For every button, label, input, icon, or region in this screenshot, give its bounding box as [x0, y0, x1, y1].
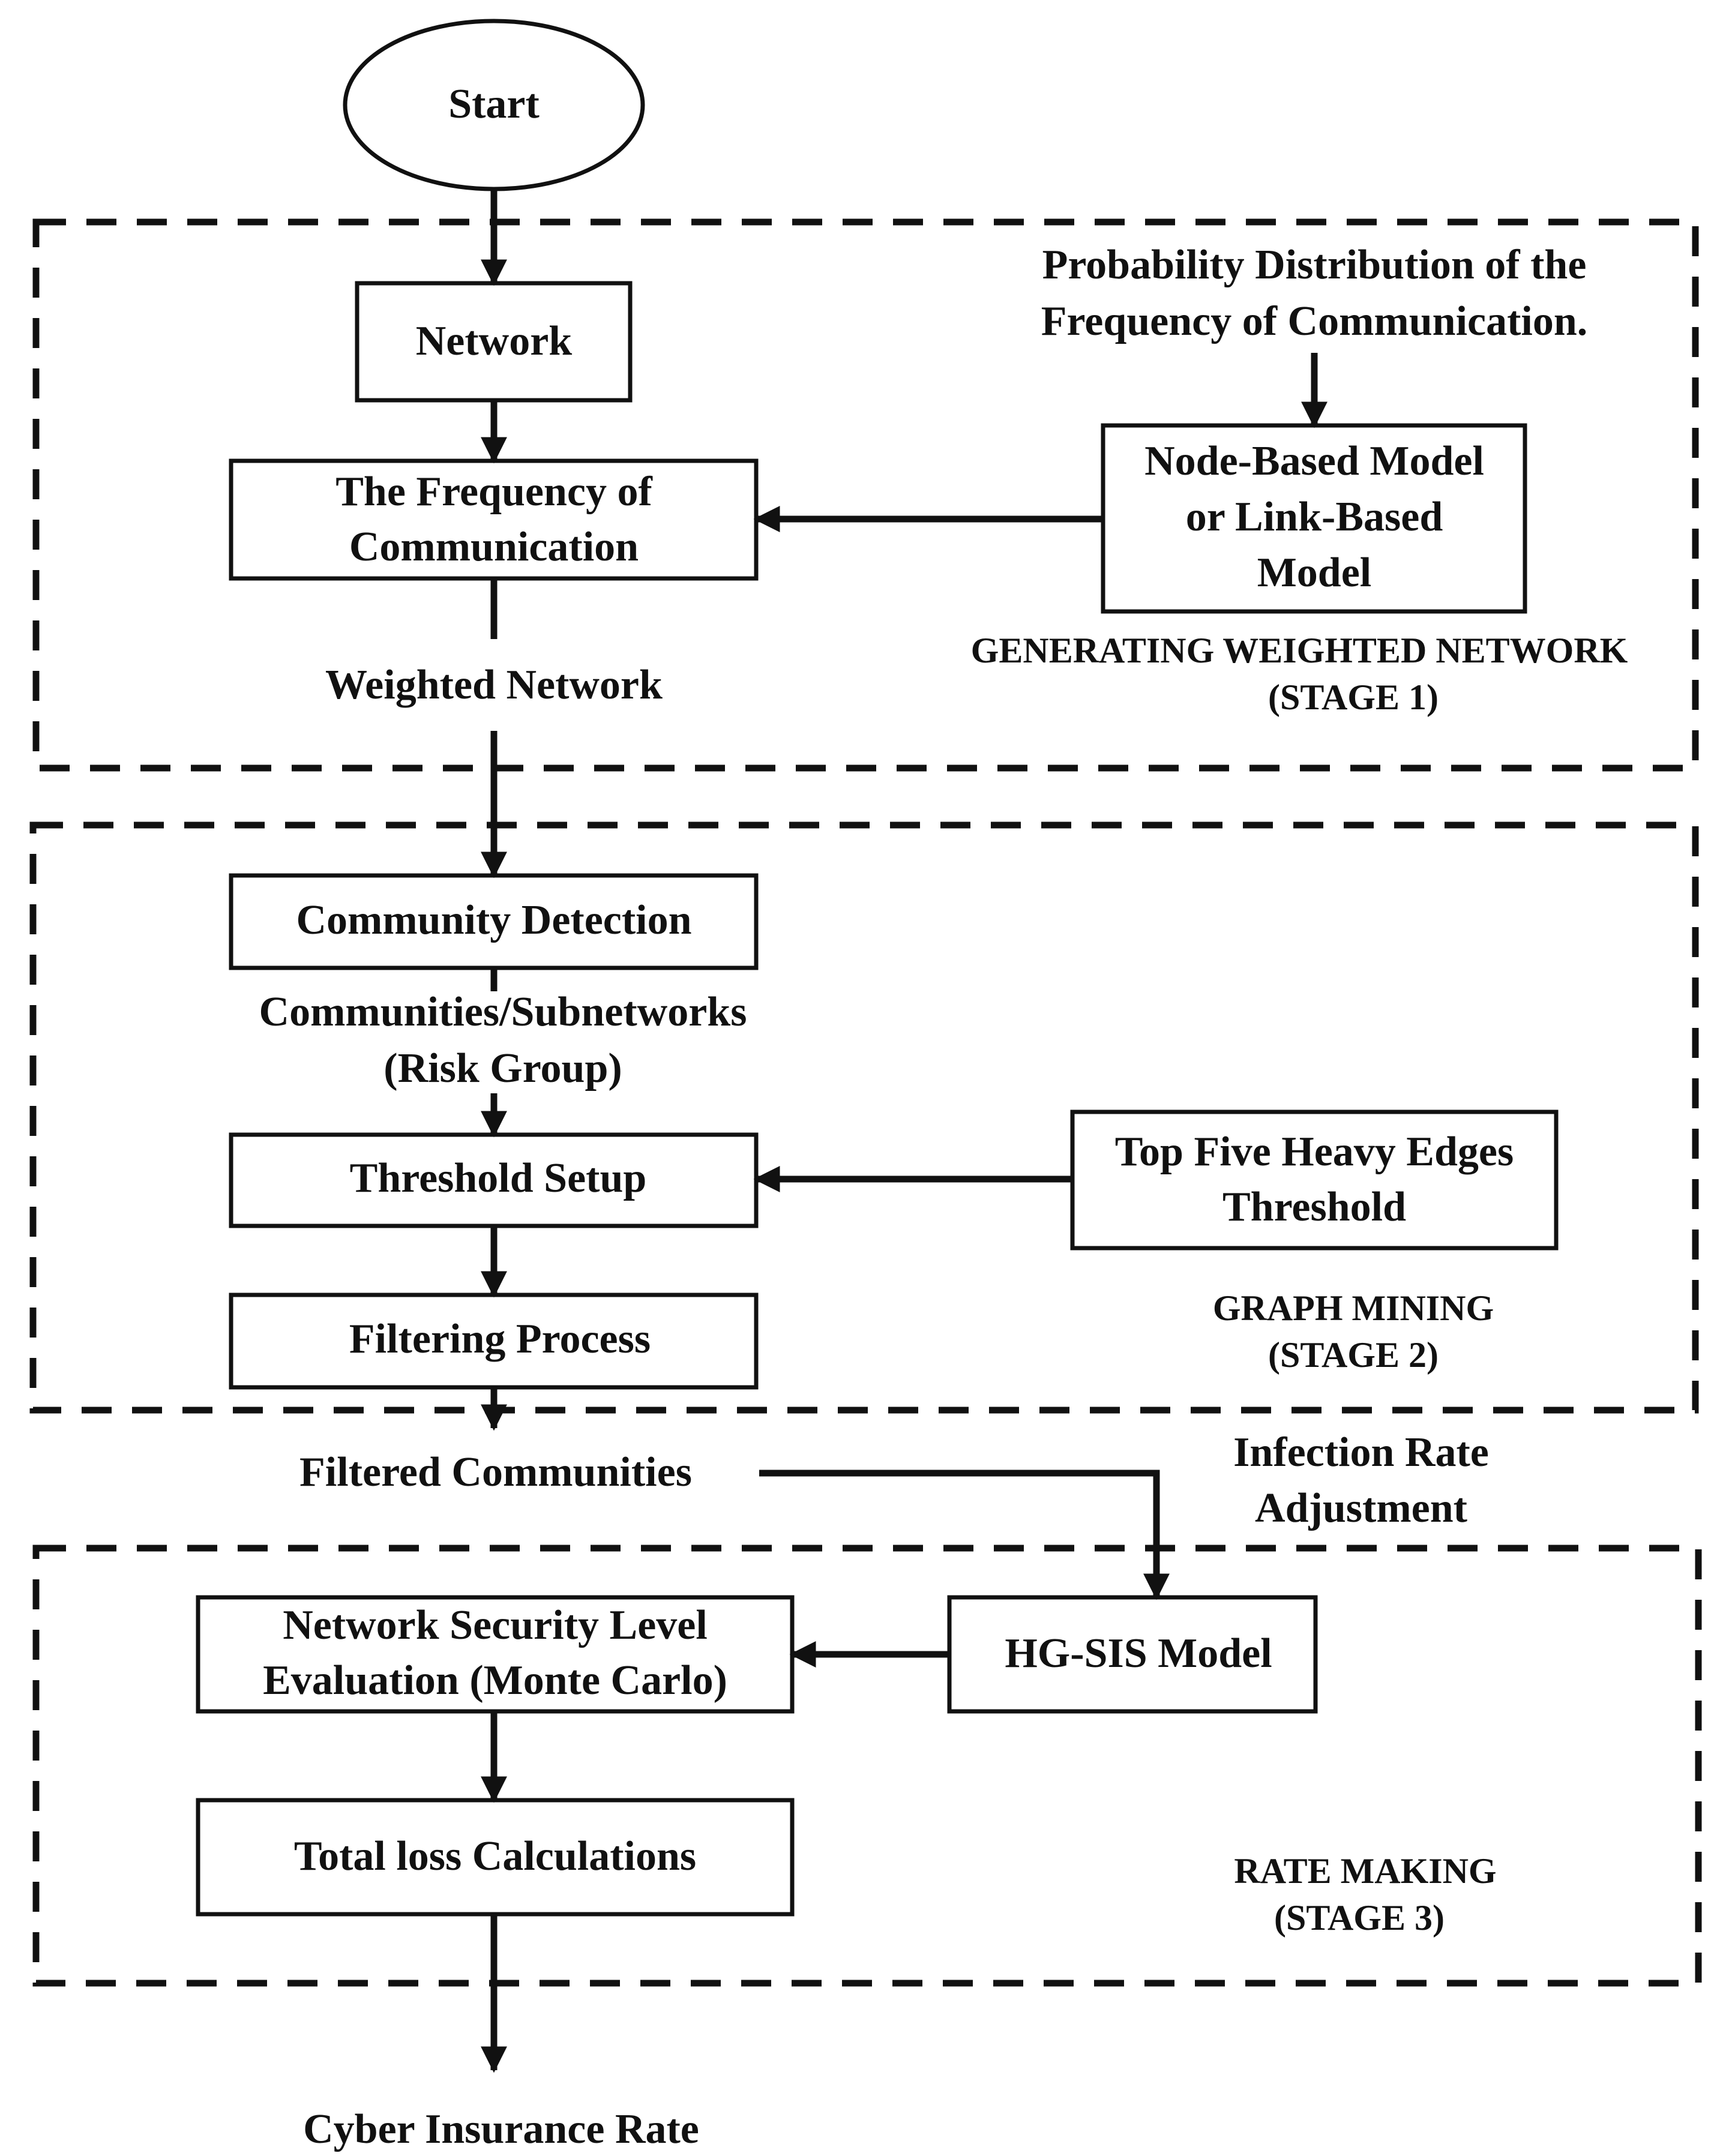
total-loss-box — [196, 1798, 795, 1917]
top-five-label-line1: Top Five Heavy Edges — [1115, 1129, 1514, 1175]
threshold-setup-box — [229, 1132, 759, 1228]
infection-rate-line1: Infection Rate — [1233, 1429, 1489, 1476]
stage-3-container — [32, 1545, 1702, 1987]
filtered-communities-label: Filtered Communities — [299, 1449, 692, 1495]
top-five-label-line2: Threshold — [1222, 1184, 1406, 1230]
hg-sis-label: HG-SIS Model — [1005, 1630, 1272, 1677]
community-detection-label: Community Detection — [296, 897, 691, 943]
stage-2-caption-line1: GRAPH MINING — [1213, 1288, 1494, 1328]
frequency-label-line1: The Frequency of — [335, 469, 652, 515]
stage-1-container — [32, 218, 1699, 772]
total-loss-label: Total loss Calculations — [294, 1833, 696, 1879]
frequency-label-line2: Communication — [349, 524, 639, 570]
network-security-label-line2: Evaluation (Monte Carlo) — [263, 1657, 727, 1704]
threshold-setup-label: Threshold Setup — [350, 1155, 647, 1201]
stage-2-container — [29, 821, 1699, 1414]
probability-distribution-line2: Frequency of Communication. — [1041, 298, 1588, 344]
stage-3-caption-line1: RATE MAKING — [1234, 1851, 1496, 1891]
frequency-box — [229, 458, 759, 581]
stage-3-caption-line2: (STAGE 3) — [1274, 1898, 1445, 1938]
stage-1-caption-line2: (STAGE 1) — [1268, 677, 1439, 717]
infection-rate-line2: Adjustment — [1255, 1485, 1467, 1531]
network-security-label-line1: Network Security Level — [283, 1602, 708, 1648]
communities-label-line2: (Risk Group) — [383, 1045, 622, 1092]
weighted-network-label: Weighted Network — [325, 662, 663, 708]
arrow-filtered-communities-to-hg-sis — [759, 1470, 1170, 1600]
model-label-line1: Node-Based Model — [1144, 438, 1484, 484]
probability-distribution-line1: Probability Distribution of the — [1042, 242, 1587, 288]
hg-sis-box — [947, 1595, 1318, 1714]
model-label-line3: Model — [1257, 550, 1372, 596]
model-label-line2: or Link-Based — [1186, 494, 1443, 540]
start-label: Start — [448, 81, 540, 127]
communities-label-line1: Communities/Subnetworks — [259, 989, 747, 1035]
network-label: Network — [416, 318, 573, 364]
stage-2-caption-line2: (STAGE 2) — [1268, 1335, 1439, 1375]
top-five-box — [1070, 1110, 1559, 1251]
stage-1-caption-line1: GENERATING WEIGHTED NETWORK — [971, 631, 1628, 670]
cyber-insurance-rate-label: Cyber Insurance Rate — [303, 2106, 699, 2152]
filtering-process-label: Filtering Process — [349, 1316, 651, 1362]
